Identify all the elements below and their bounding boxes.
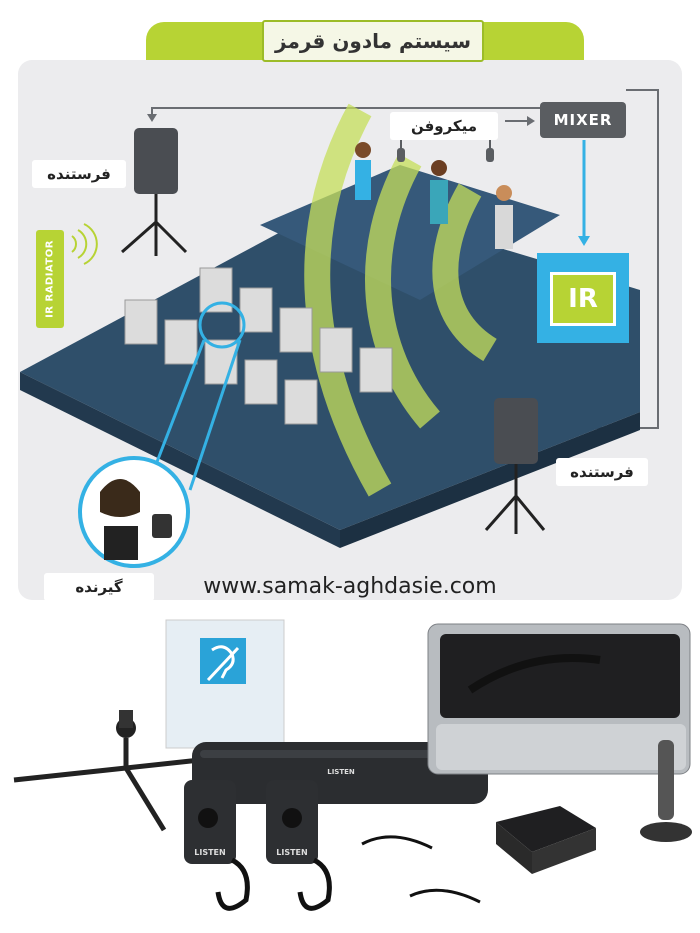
earhook-1 <box>215 857 250 911</box>
brand-label-radiator: LISTEN <box>327 768 355 776</box>
receiver-device-icon <box>152 514 172 538</box>
cable-2 <box>409 888 481 904</box>
ir-radiator-badge: IR RADIATOR <box>36 230 64 328</box>
page-title: سیستم مادون قرمز <box>262 20 484 62</box>
left-speaker <box>121 128 188 256</box>
right-speaker <box>484 398 546 534</box>
ir-waves <box>304 103 498 497</box>
microphone-label: میکروفن <box>390 112 498 140</box>
product-kit <box>13 619 692 911</box>
radiator-wave-icon <box>71 223 98 265</box>
cable-1 <box>361 835 433 850</box>
receiver-label: گیرنده <box>44 573 154 601</box>
mixer-box: MIXER <box>540 102 626 138</box>
floor-edge-right <box>340 412 640 548</box>
website-url[interactable]: www.samak-aghdasie.com <box>203 574 497 599</box>
tripod-leg <box>13 765 127 783</box>
transmitter-label-right: فرستنده <box>556 458 648 486</box>
audience-seats <box>124 267 393 425</box>
floor-edge-left <box>20 372 340 548</box>
arrow-mixer-icon <box>527 116 535 126</box>
transmitter-label-left: فرستنده <box>32 160 126 188</box>
receiver-zoom-callout <box>78 301 246 568</box>
charger-unit <box>496 806 596 852</box>
presenters <box>355 142 513 249</box>
brand-label-receiver-1: LISTEN <box>194 848 226 857</box>
brand-label-receiver-2: LISTEN <box>276 848 308 857</box>
arrow-ir-icon <box>578 236 590 246</box>
ir-label: IR <box>550 272 616 326</box>
earhook-2 <box>297 857 332 911</box>
arrow-left-speaker-icon <box>147 114 157 122</box>
microphone-icons <box>397 138 494 162</box>
ir-radiator-label: IR RADIATOR <box>44 240 56 318</box>
mic-stand <box>658 740 674 820</box>
